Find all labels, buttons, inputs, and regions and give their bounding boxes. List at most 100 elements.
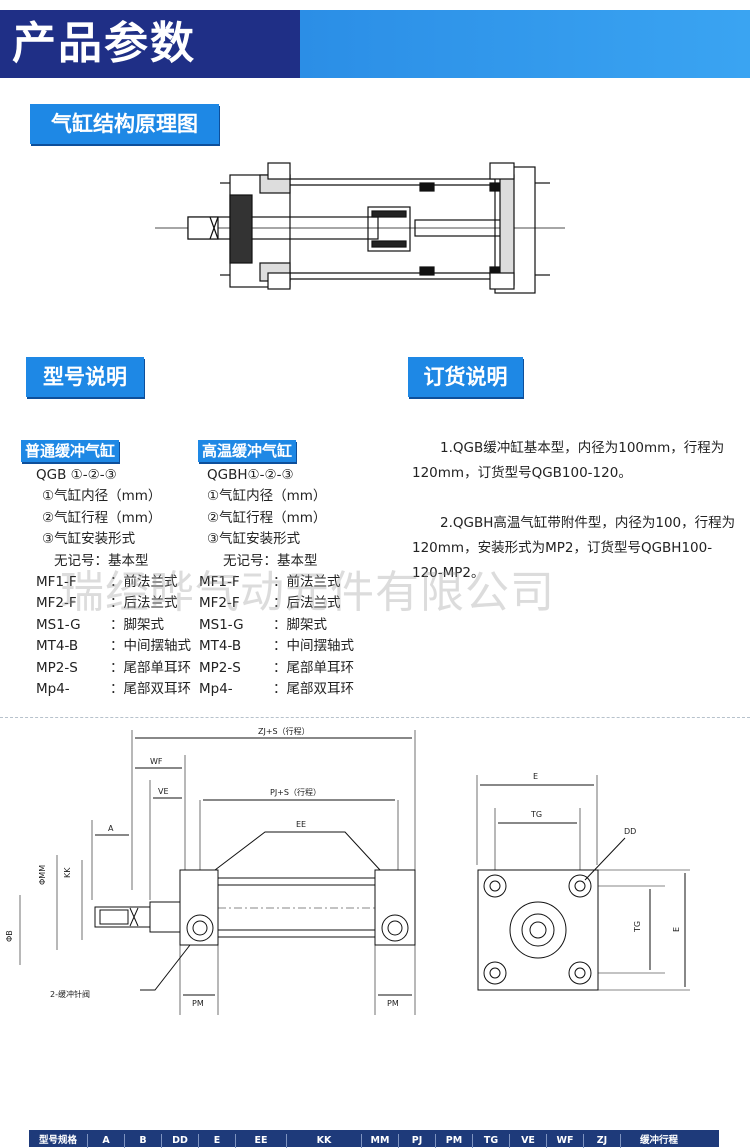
header-dark-block <box>0 10 300 78</box>
dim-tg-side: TG <box>633 921 642 933</box>
mount-sep: ： <box>110 616 124 633</box>
mount-row: MP2-S ：尾部单耳环 <box>199 658 354 679</box>
dim-needle: 2-缓冲针阀 <box>50 989 90 999</box>
spec-line: ②气缸行程（mm） <box>42 509 162 526</box>
model-code: QGB ①-②-③ <box>36 467 117 483</box>
cylinder-cross-section-diagram <box>155 162 565 294</box>
mount-sep: ： <box>110 638 124 655</box>
mount-sep: ： <box>273 680 287 697</box>
dim-phib: ΦB <box>5 930 14 942</box>
dim-zj: ZJ+S（行程） <box>258 726 310 736</box>
mount-row: MF2-F：后法兰式 <box>36 593 191 614</box>
order-text-1: 1.QGB缓冲缸基本型，内径为100mm，行程为120mm，订货型号QGB100… <box>412 440 725 481</box>
mount-sep: ： <box>273 638 287 655</box>
table-header-cell: E <box>199 1134 236 1148</box>
section-model-label: 型号说明 <box>26 357 144 397</box>
high-temp-model-spec: QGBH①-②-③ ①气缸内径（mm） ②气缸行程（mm） ③气缸安装形式 无记… <box>199 465 354 700</box>
table-header-cell: PJ <box>399 1134 436 1148</box>
table-header-cell: B <box>125 1134 162 1148</box>
model-code: QGBH①-②-③ <box>207 467 294 483</box>
mount-row: MT4-B ：中间摆轴式 <box>36 636 191 657</box>
mount-row: MF2-F ：后法兰式 <box>199 593 354 614</box>
company-watermark: 瑞经晔气动元件有限公司 <box>60 567 555 618</box>
mount-code: Mp4- <box>36 680 70 697</box>
dim-ve: VE <box>158 787 169 796</box>
table-header-cell: A <box>88 1134 125 1148</box>
mount-row: Mp4-：尾部双耳环 <box>199 679 354 700</box>
table-header-cell: 型号规格 <box>29 1134 88 1148</box>
table-header-cell: 缓冲行程 <box>639 1135 678 1146</box>
mount-code: MT4-B <box>199 638 242 655</box>
mount-name: 中间摆轴式 <box>123 638 192 655</box>
mount-code: MS1-G <box>199 616 244 633</box>
spec-line: ③气缸安装形式 <box>207 531 301 548</box>
dimension-drawing: ZJ+S（行程） WF VE PJ+S（行程） A EE KK ΦMM ΦB P… <box>5 726 690 1015</box>
high-temp-cushion-title: 高温缓冲气缸 <box>198 440 297 462</box>
mount-sep: ： <box>273 595 287 612</box>
mount-sep: ： <box>110 680 124 697</box>
table-header-cell: DD <box>162 1134 199 1148</box>
mount-row: MF1-F ：前法兰式 <box>36 572 191 593</box>
table-header-cell: KK <box>287 1134 362 1148</box>
dim-wf: WF <box>150 757 163 766</box>
mount-code: MF2-F <box>36 595 77 612</box>
table-header-cell: ZJ <box>584 1134 621 1148</box>
table-header-cell: PM <box>436 1134 473 1148</box>
mount-name: 前法兰式 <box>123 573 178 590</box>
spec-line: ②气缸行程（mm） <box>207 509 327 526</box>
section-structure-label: 气缸结构原理图 <box>30 104 219 144</box>
dim-pm-left: PM <box>192 999 204 1008</box>
spec-line: ③气缸安装形式 <box>42 531 136 548</box>
spec-line: 无记号：基本型 <box>54 552 149 569</box>
mount-name: 脚架式 <box>286 616 328 633</box>
mount-code: MP2-S <box>36 659 78 676</box>
mount-sep: ： <box>273 659 287 676</box>
mount-code: MT4-B <box>36 638 79 655</box>
page-title: 产品参数 <box>12 18 196 69</box>
dim-tg-top: TG <box>530 810 542 819</box>
mount-name: 后法兰式 <box>286 595 341 612</box>
mount-name: 前法兰式 <box>286 573 341 590</box>
order-paragraph-1: 1.QGB缓冲缸基本型，内径为100mm，行程为120mm，订货型号QGB100… <box>412 436 742 486</box>
order-text-2: 2.QGBH高温气缸带附件型，内径为100，行程为120mm，安装形式为MP2，… <box>412 515 736 581</box>
mount-name: 尾部双耳环 <box>123 680 192 697</box>
mount-code: MF2-F <box>199 595 240 612</box>
mount-row: MP2-S ：尾部单耳环 <box>36 658 191 679</box>
header-light-block <box>300 10 750 78</box>
mount-name: 尾部单耳环 <box>123 659 192 676</box>
section-order-label: 订货说明 <box>408 357 523 397</box>
dim-e-side: E <box>672 927 681 932</box>
spec-line: ①气缸内径（mm） <box>42 488 162 505</box>
mount-code: MF1-F <box>199 573 240 590</box>
dim-ee: EE <box>296 820 306 829</box>
spec-line: ①气缸内径（mm） <box>207 488 327 505</box>
table-header-cell: TG <box>473 1134 510 1148</box>
mount-code: MS1-G <box>36 616 81 633</box>
mount-row: MS1-G ：脚架式 <box>199 615 354 636</box>
table-header-cell: VE <box>510 1134 547 1148</box>
normal-cushion-title: 普通缓冲气缸 <box>21 440 120 462</box>
mount-code: MP2-S <box>199 659 241 676</box>
mount-sep: ： <box>273 616 287 633</box>
dim-a: A <box>108 824 114 833</box>
spec-line: 无记号：基本型 <box>223 552 318 569</box>
dim-e-top: E <box>533 772 538 781</box>
mount-row: MT4-B：中间摆轴式 <box>199 636 354 657</box>
mount-row: Mp4- ：尾部双耳环 <box>36 679 191 700</box>
dim-phimm: ΦMM <box>38 865 47 885</box>
mount-name: 尾部双耳环 <box>286 680 355 697</box>
mount-name: 尾部单耳环 <box>286 659 355 676</box>
table-header-cell: WF <box>547 1134 584 1148</box>
mount-sep: ： <box>110 659 124 676</box>
mount-code: MF1-F <box>36 573 77 590</box>
mount-sep: ： <box>110 595 124 612</box>
mount-sep: ： <box>273 573 287 590</box>
spec-table-header-row: 型号规格 A B DD E EE KK MM PJ PM TG VE WF ZJ… <box>29 1134 719 1148</box>
table-header-cell: MM <box>362 1134 399 1148</box>
order-paragraph-2: 2.QGBH高温气缸带附件型，内径为100，行程为120mm，安装形式为MP2，… <box>412 511 742 586</box>
mount-name: 脚架式 <box>123 616 165 633</box>
mount-sep: ： <box>110 573 124 590</box>
dim-kk: KK <box>63 867 72 878</box>
section-divider <box>0 717 750 718</box>
mount-row: MF1-F ：前法兰式 <box>199 572 354 593</box>
